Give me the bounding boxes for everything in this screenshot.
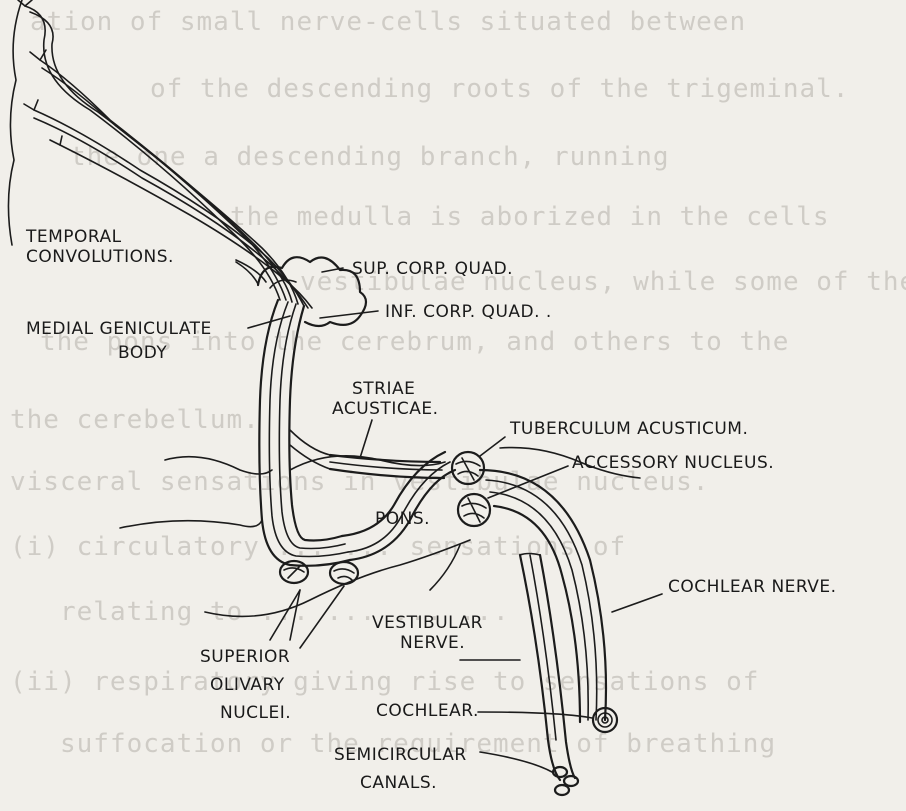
label-semicircular-canals: SEMICIRCULAR	[334, 745, 467, 765]
label-striae-acusticae: STRIAE	[352, 379, 415, 399]
label-cochlear-nerve: COCHLEAR NERVE.	[668, 577, 837, 597]
bg-line: of the descending roots of the trigemina…	[150, 74, 849, 104]
label-superior-olivary-nuclei: OLIVARY	[210, 675, 285, 695]
diagram-labels: TEMPORAL CONVOLUTIONS. SUP. CORP. QUAD. …	[25, 227, 837, 793]
label-accessory-nucleus: ACCESSORY NUCLEUS.	[572, 453, 774, 473]
bg-line: ation of small nerve-cells situated betw…	[30, 7, 746, 37]
hemisphere-outline	[8, 0, 22, 245]
label-sup-corp-quad: SUP. CORP. QUAD.	[352, 259, 513, 279]
label-medial-geniculate: BODY	[118, 343, 167, 363]
label-superior-olivary-nuclei: NUCLEI.	[220, 703, 291, 723]
bg-line: (i) circulatory ... ... sensations of	[10, 532, 626, 562]
bg-line: the one a descending branch, running	[70, 142, 670, 172]
label-semicircular-canals: CANALS.	[360, 773, 437, 793]
label-medial-geniculate: MEDIAL GENICULATE	[26, 319, 212, 339]
label-inf-corp-quad: INF. CORP. QUAD. .	[385, 302, 552, 322]
label-tuberculum-acusticum: TUBERCULUM ACUSTICUM.	[509, 419, 748, 439]
label-temporal-convolutions: TEMPORAL	[25, 227, 122, 247]
bg-line: the medulla is aborized in the cells	[230, 202, 830, 232]
label-striae-acusticae: ACUSTICAE.	[332, 399, 438, 419]
label-pons: PONS.	[375, 509, 430, 529]
label-vestibular-nerve: NERVE.	[400, 633, 465, 653]
semicircular-canals-loops	[553, 767, 578, 795]
label-temporal-convolutions: CONVOLUTIONS.	[26, 247, 174, 267]
bg-line: the cerebellum.	[10, 405, 260, 435]
label-cochlear: COCHLEAR.	[376, 701, 479, 721]
label-vestibular-nerve: VESTIBULAR	[372, 613, 483, 633]
bg-line: (ii) respiratory giving rise to sensatio…	[10, 667, 759, 697]
accessory-nucleus	[458, 494, 490, 526]
label-superior-olivary-nuclei: SUPERIOR	[200, 647, 290, 667]
